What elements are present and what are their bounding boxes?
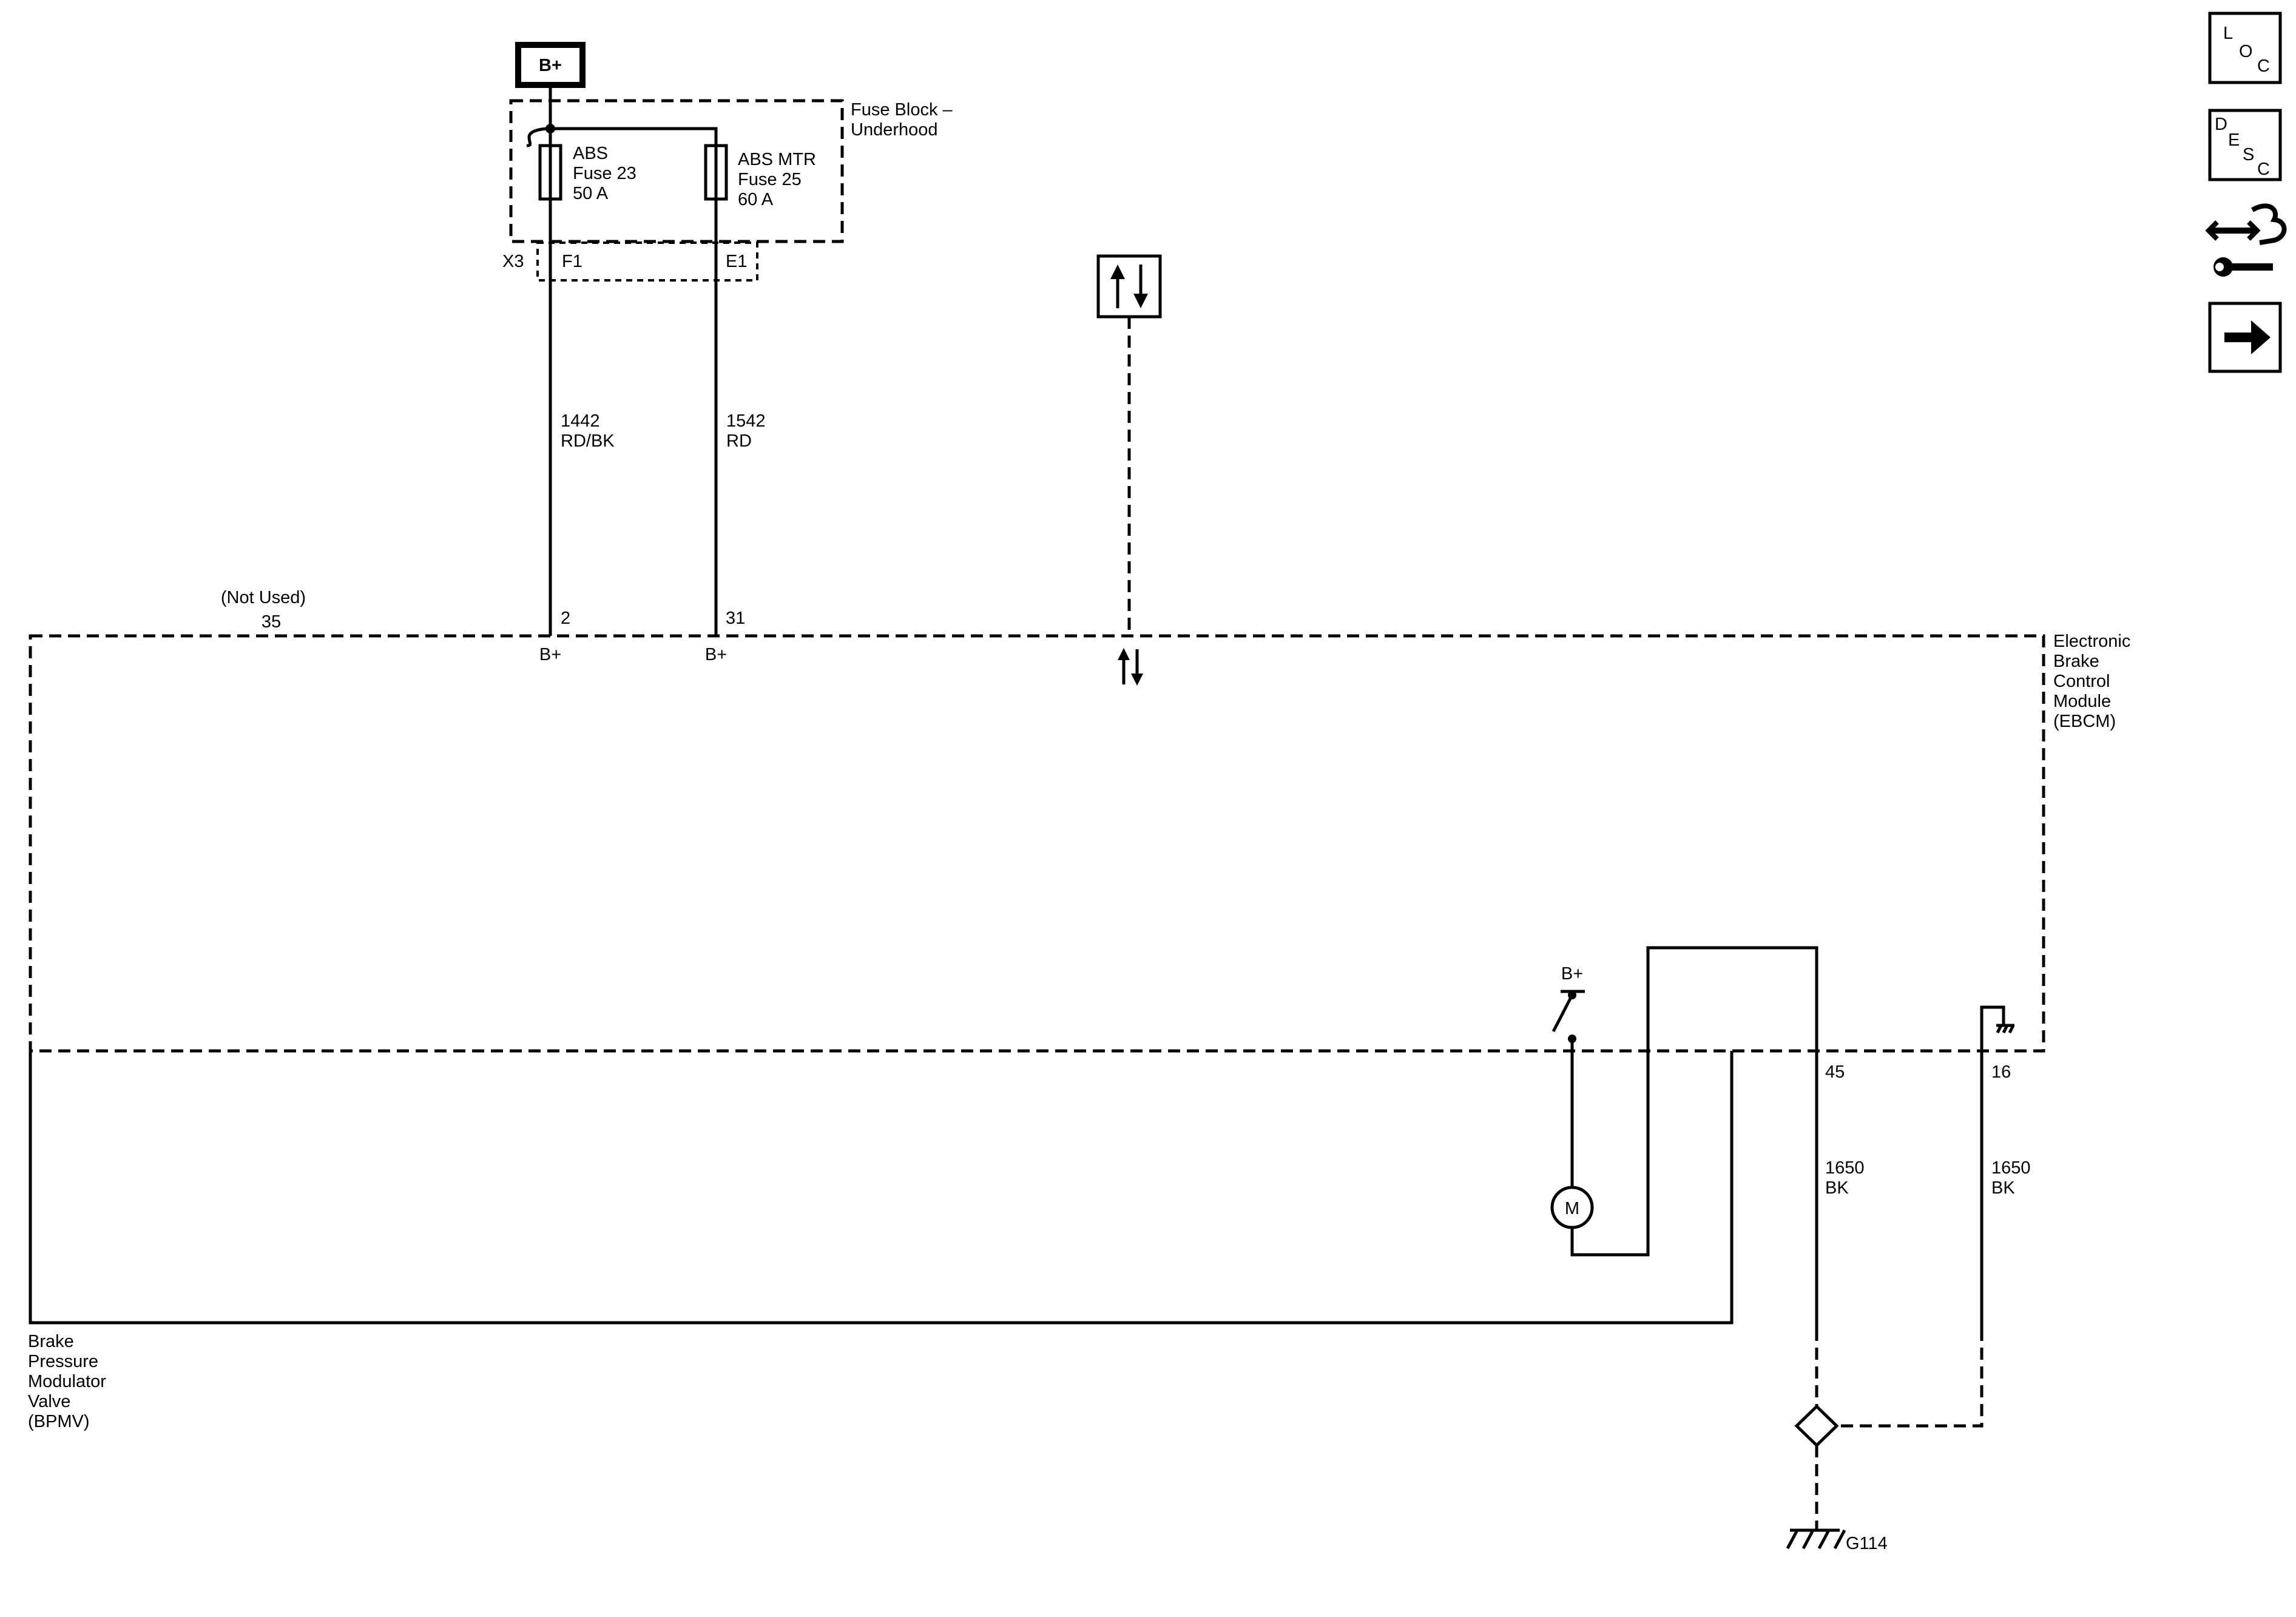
ebcm-pin-16: 16 xyxy=(1991,1062,2011,1082)
fuse-abs-name: ABS xyxy=(573,144,608,163)
fuse-abs-mtr-rating: 60 A xyxy=(738,190,774,209)
serial-data-arrows-icon xyxy=(1118,648,1143,686)
wire-1442-circuit: 1442 xyxy=(561,411,600,431)
bpmv-name-5: (BPMV) xyxy=(28,1412,90,1431)
fuse-block: Fuse Block – Underhood X3 ABS Fuse 23 50… xyxy=(502,85,953,282)
wire-1650a-circuit: 1650 xyxy=(1825,1158,1865,1178)
fuse-abs-mtr: ABS MTR Fuse 25 60 A E1 xyxy=(704,144,816,271)
ground-label: G114 xyxy=(1846,1534,1888,1553)
ebcm-pin-35: 35 xyxy=(262,612,281,632)
connector-repair-icon[interactable] xyxy=(2205,203,2287,277)
ebcm-b-plus-2: B+ xyxy=(705,645,727,664)
ebcm-pin-31: 31 xyxy=(726,609,745,628)
bpmv-name-4: Valve xyxy=(28,1392,70,1411)
wire-1542[interactable]: 1542 RD xyxy=(714,199,766,636)
fuse-block-connector: X3 xyxy=(502,252,524,271)
pump-motor-icon[interactable]: M xyxy=(1550,946,1818,1329)
svg-text:E: E xyxy=(2228,130,2240,150)
ground-splice xyxy=(1794,1329,1984,1529)
ebcm-pin-2: 2 xyxy=(561,609,570,628)
wire-1542-color: RD xyxy=(726,431,752,451)
fuse-block-title-2: Underhood xyxy=(851,120,938,140)
motor-label: M xyxy=(1565,1199,1579,1218)
wire-1650a-color: BK xyxy=(1825,1178,1849,1198)
wire-1650b-circuit: 1650 xyxy=(1991,1158,2031,1178)
next-arrow-icon[interactable] xyxy=(2208,302,2282,373)
fuse-abs: ABS Fuse 23 50 A F1 xyxy=(538,129,636,271)
ebcm-not-used-label: (Not Used) xyxy=(221,588,306,607)
bpmv-name-1: Brake xyxy=(28,1332,74,1351)
fuse-block-title-1: Fuse Block – xyxy=(851,100,953,120)
splice-diamond-icon xyxy=(1794,1404,1839,1448)
bpmv-name-2: Pressure xyxy=(28,1352,98,1371)
wire-1442-color: RD/BK xyxy=(561,431,615,451)
wire-1542-circuit: 1542 xyxy=(726,411,766,431)
bpmv-module: Brake Pressure Modulator Valve (BPMV) M xyxy=(28,946,1818,1431)
fuse-abs-mtr-name: ABS MTR xyxy=(738,150,816,169)
relay-switch-contact xyxy=(1551,994,1574,1033)
desc-icon[interactable]: D E S C xyxy=(2208,109,2282,181)
fuse-abs-terminal: F1 xyxy=(562,252,582,271)
svg-text:C: C xyxy=(2257,56,2270,76)
fuse-abs-number: Fuse 23 xyxy=(573,164,636,183)
svg-text:C: C xyxy=(2257,160,2270,179)
ebcm-name-4: Module xyxy=(2053,692,2111,711)
loc-icon[interactable]: L O C xyxy=(2208,12,2282,84)
ebcm-name-2: Brake xyxy=(2053,652,2099,671)
svg-text:O: O xyxy=(2239,42,2253,61)
serial-data-box-icon[interactable] xyxy=(1096,254,1162,319)
fuse-abs-rating: 50 A xyxy=(573,184,609,203)
ebcm-b-plus-1: B+ xyxy=(539,645,561,664)
ebcm-name-1: Electronic xyxy=(2053,632,2130,651)
wire-1442[interactable]: 1442 RD/BK xyxy=(549,199,615,636)
svg-text:L: L xyxy=(2223,24,2233,43)
ebcm-b-plus-3: B+ xyxy=(1561,964,1583,984)
wire-1650-pin-16[interactable]: 16 1650 BK xyxy=(1980,1051,2031,1329)
b-plus-source: B+ xyxy=(515,42,586,88)
fuse-abs-mtr-number: Fuse 25 xyxy=(738,170,802,189)
ground-g114[interactable]: G114 xyxy=(1786,1528,1888,1553)
bpmv-name-3: Modulator xyxy=(28,1372,106,1391)
wire-1650-pin-45[interactable]: 45 1650 BK xyxy=(1825,1062,1865,1198)
ebcm-name-3: Control xyxy=(2053,672,2110,691)
ebcm-name-5: (EBCM) xyxy=(2053,712,2116,731)
b-plus-label: B+ xyxy=(539,56,562,75)
wire-1650b-color: BK xyxy=(1991,1178,2015,1198)
ebcm-pin-45: 45 xyxy=(1825,1062,1845,1082)
svg-text:D: D xyxy=(2215,115,2227,134)
svg-text:S: S xyxy=(2243,145,2254,164)
fuse-abs-mtr-terminal: E1 xyxy=(726,252,747,271)
ebcm-module: Electronic Brake Control Module (EBCM) (… xyxy=(29,588,2130,1188)
